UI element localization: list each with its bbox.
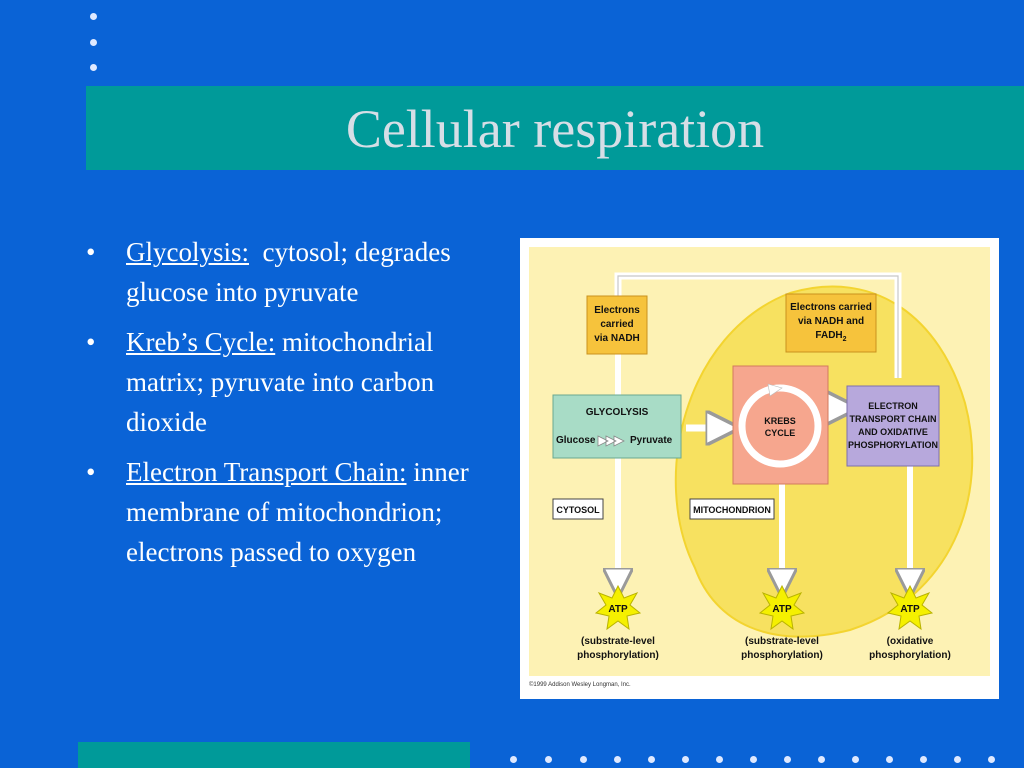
bullet-marker: • (86, 457, 96, 487)
decor-dot (954, 756, 961, 763)
cytosol-label: Cytosol (556, 505, 600, 515)
respiration-diagram: Electrons carried via NADH Electrons car… (529, 247, 990, 676)
atp-star: ATP (886, 584, 934, 631)
glucose-label: Glucose (556, 435, 596, 446)
mitochondrion-box (689, 498, 775, 520)
cytosol-box (552, 498, 604, 520)
fadh-subscript: 2 (843, 336, 847, 343)
copyright: ©1999 Addison Wesley Longman, Inc. (529, 682, 631, 688)
decor-dot (886, 756, 893, 763)
atp-star-shape (594, 584, 642, 631)
atp-star: ATP (594, 584, 642, 631)
bottom-bar (78, 742, 470, 768)
decor-dot (920, 756, 927, 763)
nadh-box (586, 295, 648, 355)
krebs-label: cycle (765, 428, 796, 438)
bullet-term: Glycolysis: (126, 237, 250, 267)
fadh-label: Electrons carried (790, 302, 872, 313)
bullet-list: • Glycolysis: cytosol; degrades glucose … (86, 232, 506, 582)
atp-note: (substrate-level (581, 636, 655, 647)
decor-dot (716, 756, 723, 763)
etc-label: and oxidative (858, 427, 928, 437)
decor-dot (818, 756, 825, 763)
atp-note: phosphorylation) (577, 650, 659, 661)
atp-star-shape (758, 584, 806, 631)
pyruvate-label: Pyruvate (630, 435, 673, 446)
etc-label: Electron (868, 401, 918, 411)
mitochondrion-label: Mitochondrion (693, 505, 771, 515)
atp-note: (oxidative (887, 636, 934, 647)
bullet-text: inner membrane of mitochondrion; electro… (126, 457, 469, 567)
bullet-item: • Glycolysis: cytosol; degrades glucose … (86, 232, 506, 312)
decor-dot (614, 756, 621, 763)
etc-box (846, 385, 940, 467)
atp-label: ATP (772, 604, 792, 615)
fadh-text: FADH (815, 330, 842, 341)
glycolysis-box (552, 394, 682, 459)
slide-title: Cellular respiration (345, 99, 765, 159)
respiration-figure: Electrons carried via NADH Electrons car… (520, 238, 999, 699)
decor-dot (750, 756, 757, 763)
atp-label: ATP (900, 604, 920, 615)
fadh-label: FADH2 (815, 330, 846, 343)
glycolysis-arrows-icon (597, 435, 625, 447)
bullet-term: Electron Transport Chain: (126, 457, 407, 487)
krebs-label: Krebs (764, 416, 796, 426)
decor-dot (510, 756, 517, 763)
decor-dot (90, 64, 97, 71)
electron-loop-arrow-edge (617, 275, 899, 378)
bullet-marker: • (86, 327, 96, 357)
atp-star-shape (886, 584, 934, 631)
atp-star: ATP (758, 584, 806, 631)
decor-dot (648, 756, 655, 763)
atp-note: (substrate-level (745, 636, 819, 647)
atp-label: ATP (608, 604, 628, 615)
decor-dot (90, 13, 97, 20)
decor-dot (784, 756, 791, 763)
bullet-item: • Electron Transport Chain: inner membra… (86, 452, 506, 572)
glycolysis-title: Glycolysis (586, 407, 649, 418)
title-bar: Cellular respiration (86, 86, 1024, 170)
decor-dot (90, 39, 97, 46)
bullet-item: • Kreb’s Cycle: mitochondrial matrix; py… (86, 322, 506, 442)
nadh-label: Electrons (594, 305, 640, 316)
bullet-term: Kreb’s Cycle: (126, 327, 276, 357)
decor-dot (580, 756, 587, 763)
nadh-label: carried (600, 319, 633, 330)
decor-dot (682, 756, 689, 763)
atp-note: phosphorylation) (869, 650, 951, 661)
decor-dot (852, 756, 859, 763)
bullet-text: cytosol; degrades glucose into pyruvate (126, 237, 451, 307)
decor-dot (988, 756, 995, 763)
bullet-text: mitochondrial matrix; pyruvate into carb… (126, 327, 435, 437)
bullet-marker: • (86, 237, 96, 267)
krebs-cycle-arrow-icon (767, 383, 783, 397)
fadh-box (785, 293, 877, 353)
etc-label: phosphorylation (848, 440, 938, 450)
nadh-label: via NADH (594, 333, 640, 344)
decor-dot (545, 756, 552, 763)
atp-note: phosphorylation) (741, 650, 823, 661)
fadh-label: via NADH and (798, 316, 864, 327)
etc-label: transport chain (850, 414, 937, 424)
